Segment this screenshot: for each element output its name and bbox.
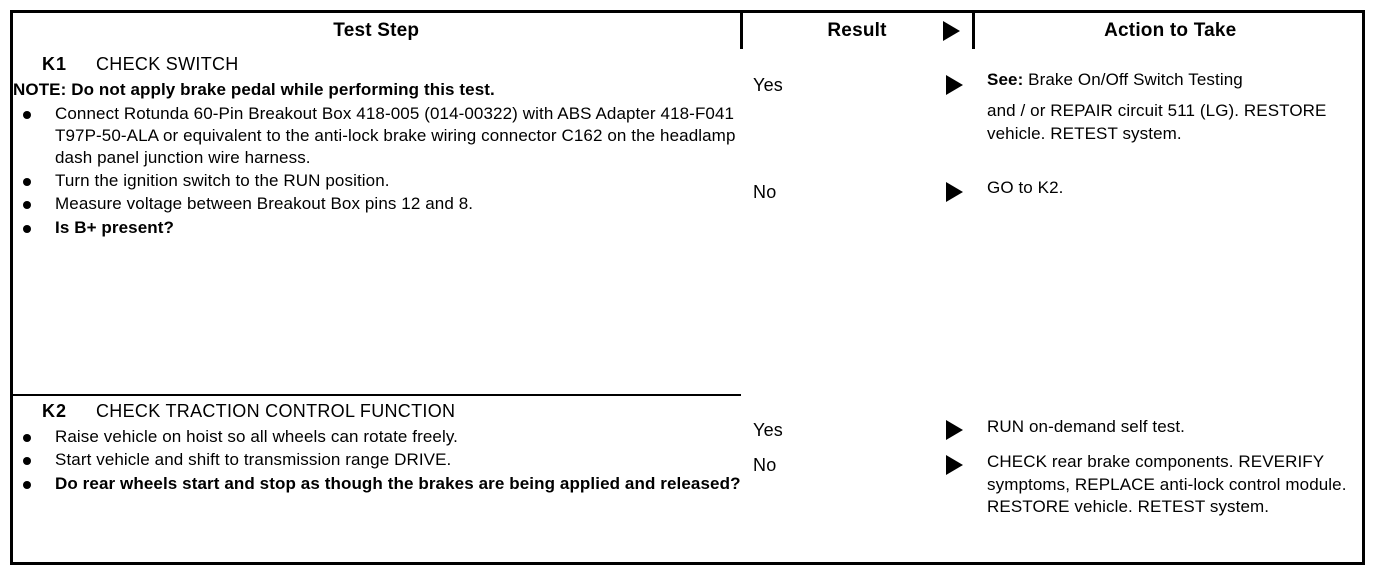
header-test-step: Test Step (13, 13, 743, 49)
test-step-grid: Test Step Result Action to Take (13, 13, 1366, 562)
header-test-step-label: Test Step (333, 20, 420, 41)
result-label-no-k2: No (753, 454, 777, 475)
header-result-label: Result (827, 20, 887, 41)
action-no-k2: CHECK rear brake components. REVERIFY sy… (973, 451, 1366, 518)
step-title-row-k1: K1 CHECK SWITCH Yes No (13, 49, 1366, 202)
step-body-k1: NOTE: Do not apply brake pedal while per… (13, 79, 742, 397)
result-cell-k2: Yes No (741, 395, 973, 562)
bullet-item: Is B+ present? (13, 217, 741, 239)
result-label-yes-k2: Yes (753, 419, 783, 440)
header-action-label: Action to Take (1104, 20, 1237, 41)
step-title-k2: CHECK TRACTION CONTROL FUNCTION (96, 401, 456, 422)
step-title-row-k2: K2 CHECK TRACTION CONTROL FUNCTION Yes N… (13, 395, 1366, 516)
diagnostic-table: Test Step Result Action to Take (10, 10, 1365, 565)
step-body-row-k1: NOTE: Do not apply brake pedal while per… (13, 79, 1366, 397)
result-label-yes-k1: Yes (753, 74, 783, 95)
step-bullets-k2: Raise vehicle on hoist so all wheels can… (13, 426, 741, 494)
step-body-row-k2: Raise vehicle on hoist so all wheels can… (13, 426, 1366, 562)
step-bullets-k1: Connect Rotunda 60-Pin Breakout Box 418-… (13, 103, 741, 239)
bullet-item: Do rear wheels start and stop as though … (13, 473, 741, 495)
step-title-k1: CHECK SWITCH (96, 54, 239, 74)
action-yes-k1: See: Brake On/Off Switch Testing and / o… (973, 69, 1366, 145)
result-cell-k1: Yes No (741, 49, 973, 395)
result-row-no-k1: No (741, 179, 973, 205)
right-triangle-icon (946, 75, 964, 95)
right-triangle-icon (946, 182, 964, 202)
step-id-k1: K1 (41, 54, 67, 74)
action-yes-text-k2: RUN on-demand self test. (987, 417, 1185, 437)
right-triangle-icon (946, 455, 964, 476)
table-header-row: Test Step Result Action to Take (13, 13, 1366, 49)
action-yes-k2: RUN on-demand self test. (973, 416, 1366, 438)
result-row-yes-k2: Yes (741, 417, 973, 443)
bullet-item: Raise vehicle on hoist so all wheels can… (13, 426, 741, 448)
bullet-item: Measure voltage between Breakout Box pin… (13, 193, 741, 215)
bullet-item: Connect Rotunda 60-Pin Breakout Box 418-… (13, 103, 741, 169)
result-label-no-k1: No (753, 181, 777, 202)
step-body-k2: Raise vehicle on hoist so all wheels can… (13, 426, 741, 562)
action-yes-text-k1: Brake On/Off Switch Testing (1023, 70, 1243, 89)
step-note-k1: NOTE: Do not apply brake pedal while per… (13, 80, 495, 99)
action-cell-k2: RUN on-demand self test. CHECK rear brak… (973, 395, 1366, 562)
action-no-text-k2: CHECK rear brake components. REVERIFY sy… (987, 452, 1347, 517)
bullet-item: Turn the ignition switch to the RUN posi… (13, 170, 741, 192)
header-action-to-take: Action to Take (973, 13, 1366, 49)
result-row-no-k2: No (741, 452, 973, 478)
right-triangle-icon (946, 420, 964, 441)
right-triangle-icon (942, 21, 960, 41)
action-yes-continuation-k1: and / or REPAIR circuit 511 (LG). RESTOR… (987, 101, 1327, 143)
result-row-yes-k1: Yes (741, 72, 973, 98)
header-result: Result (741, 13, 975, 49)
bullet-item: Start vehicle and shift to transmission … (13, 449, 741, 471)
step-id-k2: K2 (41, 401, 67, 422)
action-cell-k1: See: Brake On/Off Switch Testing and / o… (973, 49, 1366, 395)
action-yes-lead-k1: See: (987, 70, 1024, 89)
action-no-k1: GO to K2. (973, 177, 1366, 199)
action-no-text-k1: GO to K2. (987, 178, 1064, 197)
